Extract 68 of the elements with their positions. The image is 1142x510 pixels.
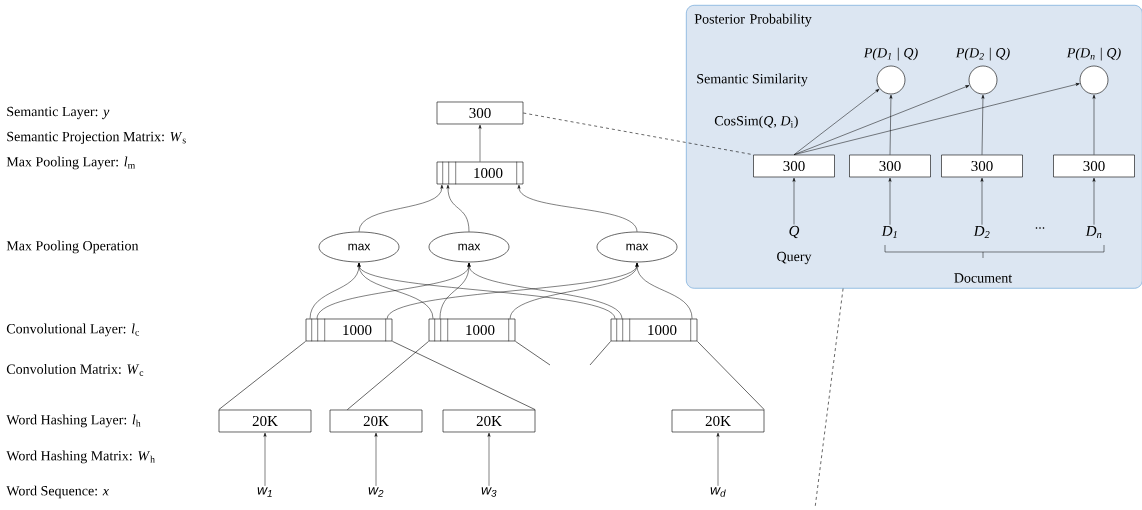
layer-label: Convolutional Layer: l$_{c}$: [6, 323, 140, 337]
layer-box: 300: [753, 154, 835, 178]
arrow: [888, 177, 892, 225]
formula-label: CosSim(Q, D$_{i}$): [714, 115, 798, 129]
connector-line: [347, 341, 429, 410]
arrow: [793, 83, 1080, 155]
arrow: [1092, 94, 1096, 155]
connector-line: [392, 341, 536, 410]
arrow: [716, 432, 720, 487]
word-symbol: w$_{2}$: [368, 487, 384, 497]
output-circle: [1079, 65, 1109, 95]
connector-line: [589, 341, 611, 366]
arrow: [793, 88, 880, 155]
layer-box: 20K: [329, 409, 423, 433]
layer-label: Max Pooling Layer: l$_{m}$: [6, 156, 136, 170]
arrow: [357, 262, 616, 319]
arrow: [793, 85, 970, 155]
group-label: Query: [777, 251, 812, 265]
layer-box: 20K: [218, 409, 312, 433]
probability-label: P(D$_{n}$ | Q): [1066, 47, 1121, 61]
ellipsis: ...: [1035, 227, 1045, 229]
arrow: [1092, 177, 1096, 225]
output-circle: [968, 65, 998, 95]
arrow: [446, 184, 470, 232]
arrow: [478, 124, 482, 162]
layer-box: 1000: [436, 161, 524, 185]
layer-label: Word Hashing Matrix: W$_{h}$: [6, 450, 155, 464]
layer-box: 300: [436, 101, 524, 125]
probability-label: P(D$_{1}$ | Q): [863, 47, 918, 61]
layer-label: Convolution Matrix: W$_{c}$: [6, 364, 144, 376]
arrow: [487, 432, 491, 487]
layer-label: Word Hashing Layer: l$_{h}$: [6, 414, 141, 428]
probability-label: P(D$_{2}$ | Q): [955, 47, 1010, 61]
layer-label: Max Pooling Operation: [6, 240, 139, 254]
layer-label: Semantic Projection Matrix: W$_{s}$: [7, 131, 186, 145]
arrow: [467, 262, 623, 319]
output-circle: [876, 65, 906, 95]
arrow: [517, 184, 638, 232]
layer-box: 1000: [305, 318, 393, 342]
layer-box: 300: [1053, 154, 1135, 178]
arrow: [889, 94, 893, 155]
connector-line: [697, 341, 765, 410]
word-symbol: w$_{3}$: [481, 487, 497, 497]
arrow: [358, 184, 444, 232]
input-symbol: D$_{1}$: [881, 226, 897, 238]
layer-label: Semantic Layer: y: [7, 106, 110, 120]
connector-line: [515, 341, 551, 366]
input-symbol: D$_{2}$: [973, 226, 990, 238]
layer-box: 300: [941, 154, 1023, 178]
layer-label: Word Sequence: x: [6, 485, 109, 499]
input-symbol: Q: [789, 225, 800, 239]
layer-box: 1000: [428, 318, 516, 342]
arrow: [263, 432, 267, 487]
arrow: [792, 177, 796, 225]
layer-box: 300: [849, 154, 931, 178]
word-symbol: w$_{d}$: [710, 487, 726, 497]
input-symbol: D$_{n}$: [1085, 226, 1102, 238]
word-symbol: w$_{1}$: [257, 487, 272, 497]
group-label: Document: [954, 273, 1013, 283]
arrow: [374, 432, 378, 487]
arrow: [635, 262, 693, 319]
arrow: [980, 177, 984, 225]
connector-line: [218, 341, 306, 410]
arrow: [981, 94, 985, 155]
layer-box: 20K: [671, 409, 765, 433]
layer-box: 1000: [610, 318, 698, 342]
layer-box: 20K: [442, 409, 536, 433]
layer-label: Semantic Similarity: [697, 73, 808, 87]
